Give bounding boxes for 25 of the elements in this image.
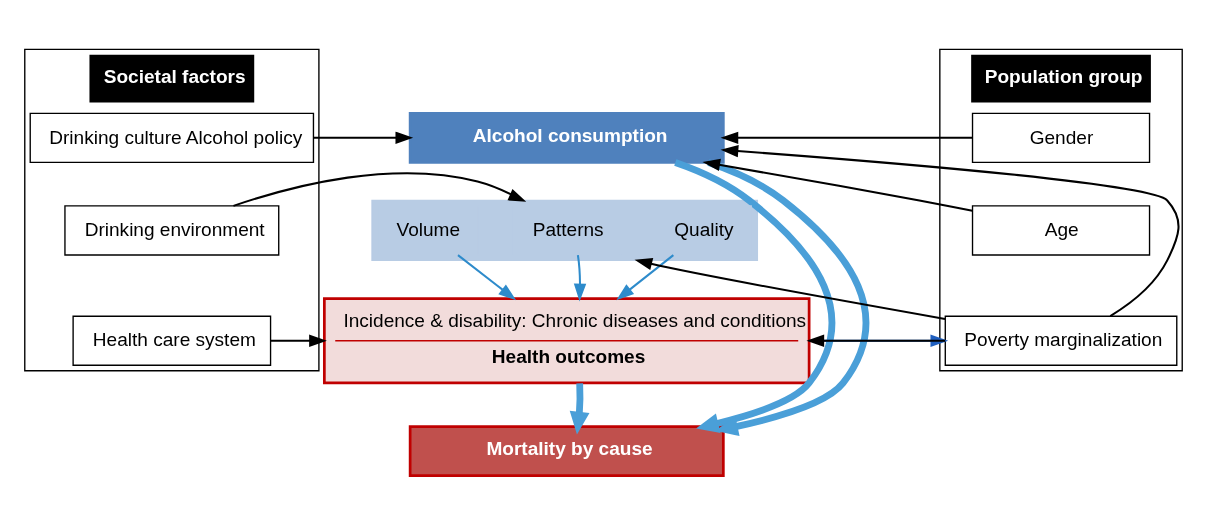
node-box: Poverty marginalization — [944, 315, 1178, 366]
node-text: Patterns — [532, 219, 604, 241]
node-box: Age — [971, 205, 1151, 256]
node-box: Mortality by cause — [408, 425, 725, 477]
arrow — [634, 257, 946, 320]
node-box: Health care system — [72, 315, 272, 366]
arrow — [573, 255, 587, 302]
arrow — [233, 172, 527, 207]
node-box: Gender — [971, 112, 1151, 164]
arrow — [313, 131, 414, 145]
arrow — [720, 131, 973, 145]
node-box: Alcohol consumption — [408, 112, 725, 164]
arrow — [616, 254, 674, 301]
node-text: Quality — [674, 219, 734, 241]
arrow — [720, 144, 1180, 317]
cluster — [371, 199, 759, 262]
arrow — [707, 159, 870, 436]
node-box: Drinking environment — [64, 205, 280, 256]
arrow — [674, 159, 836, 433]
arrow — [702, 158, 973, 212]
node-box: Drinking culture Alcohol policy — [29, 112, 315, 164]
node-box: Incidence & disability: Chronic diseases and conditions Health outcomes — [323, 297, 811, 385]
arrow — [270, 334, 327, 347]
arrow — [569, 383, 590, 435]
node-text: Volume — [396, 219, 461, 241]
